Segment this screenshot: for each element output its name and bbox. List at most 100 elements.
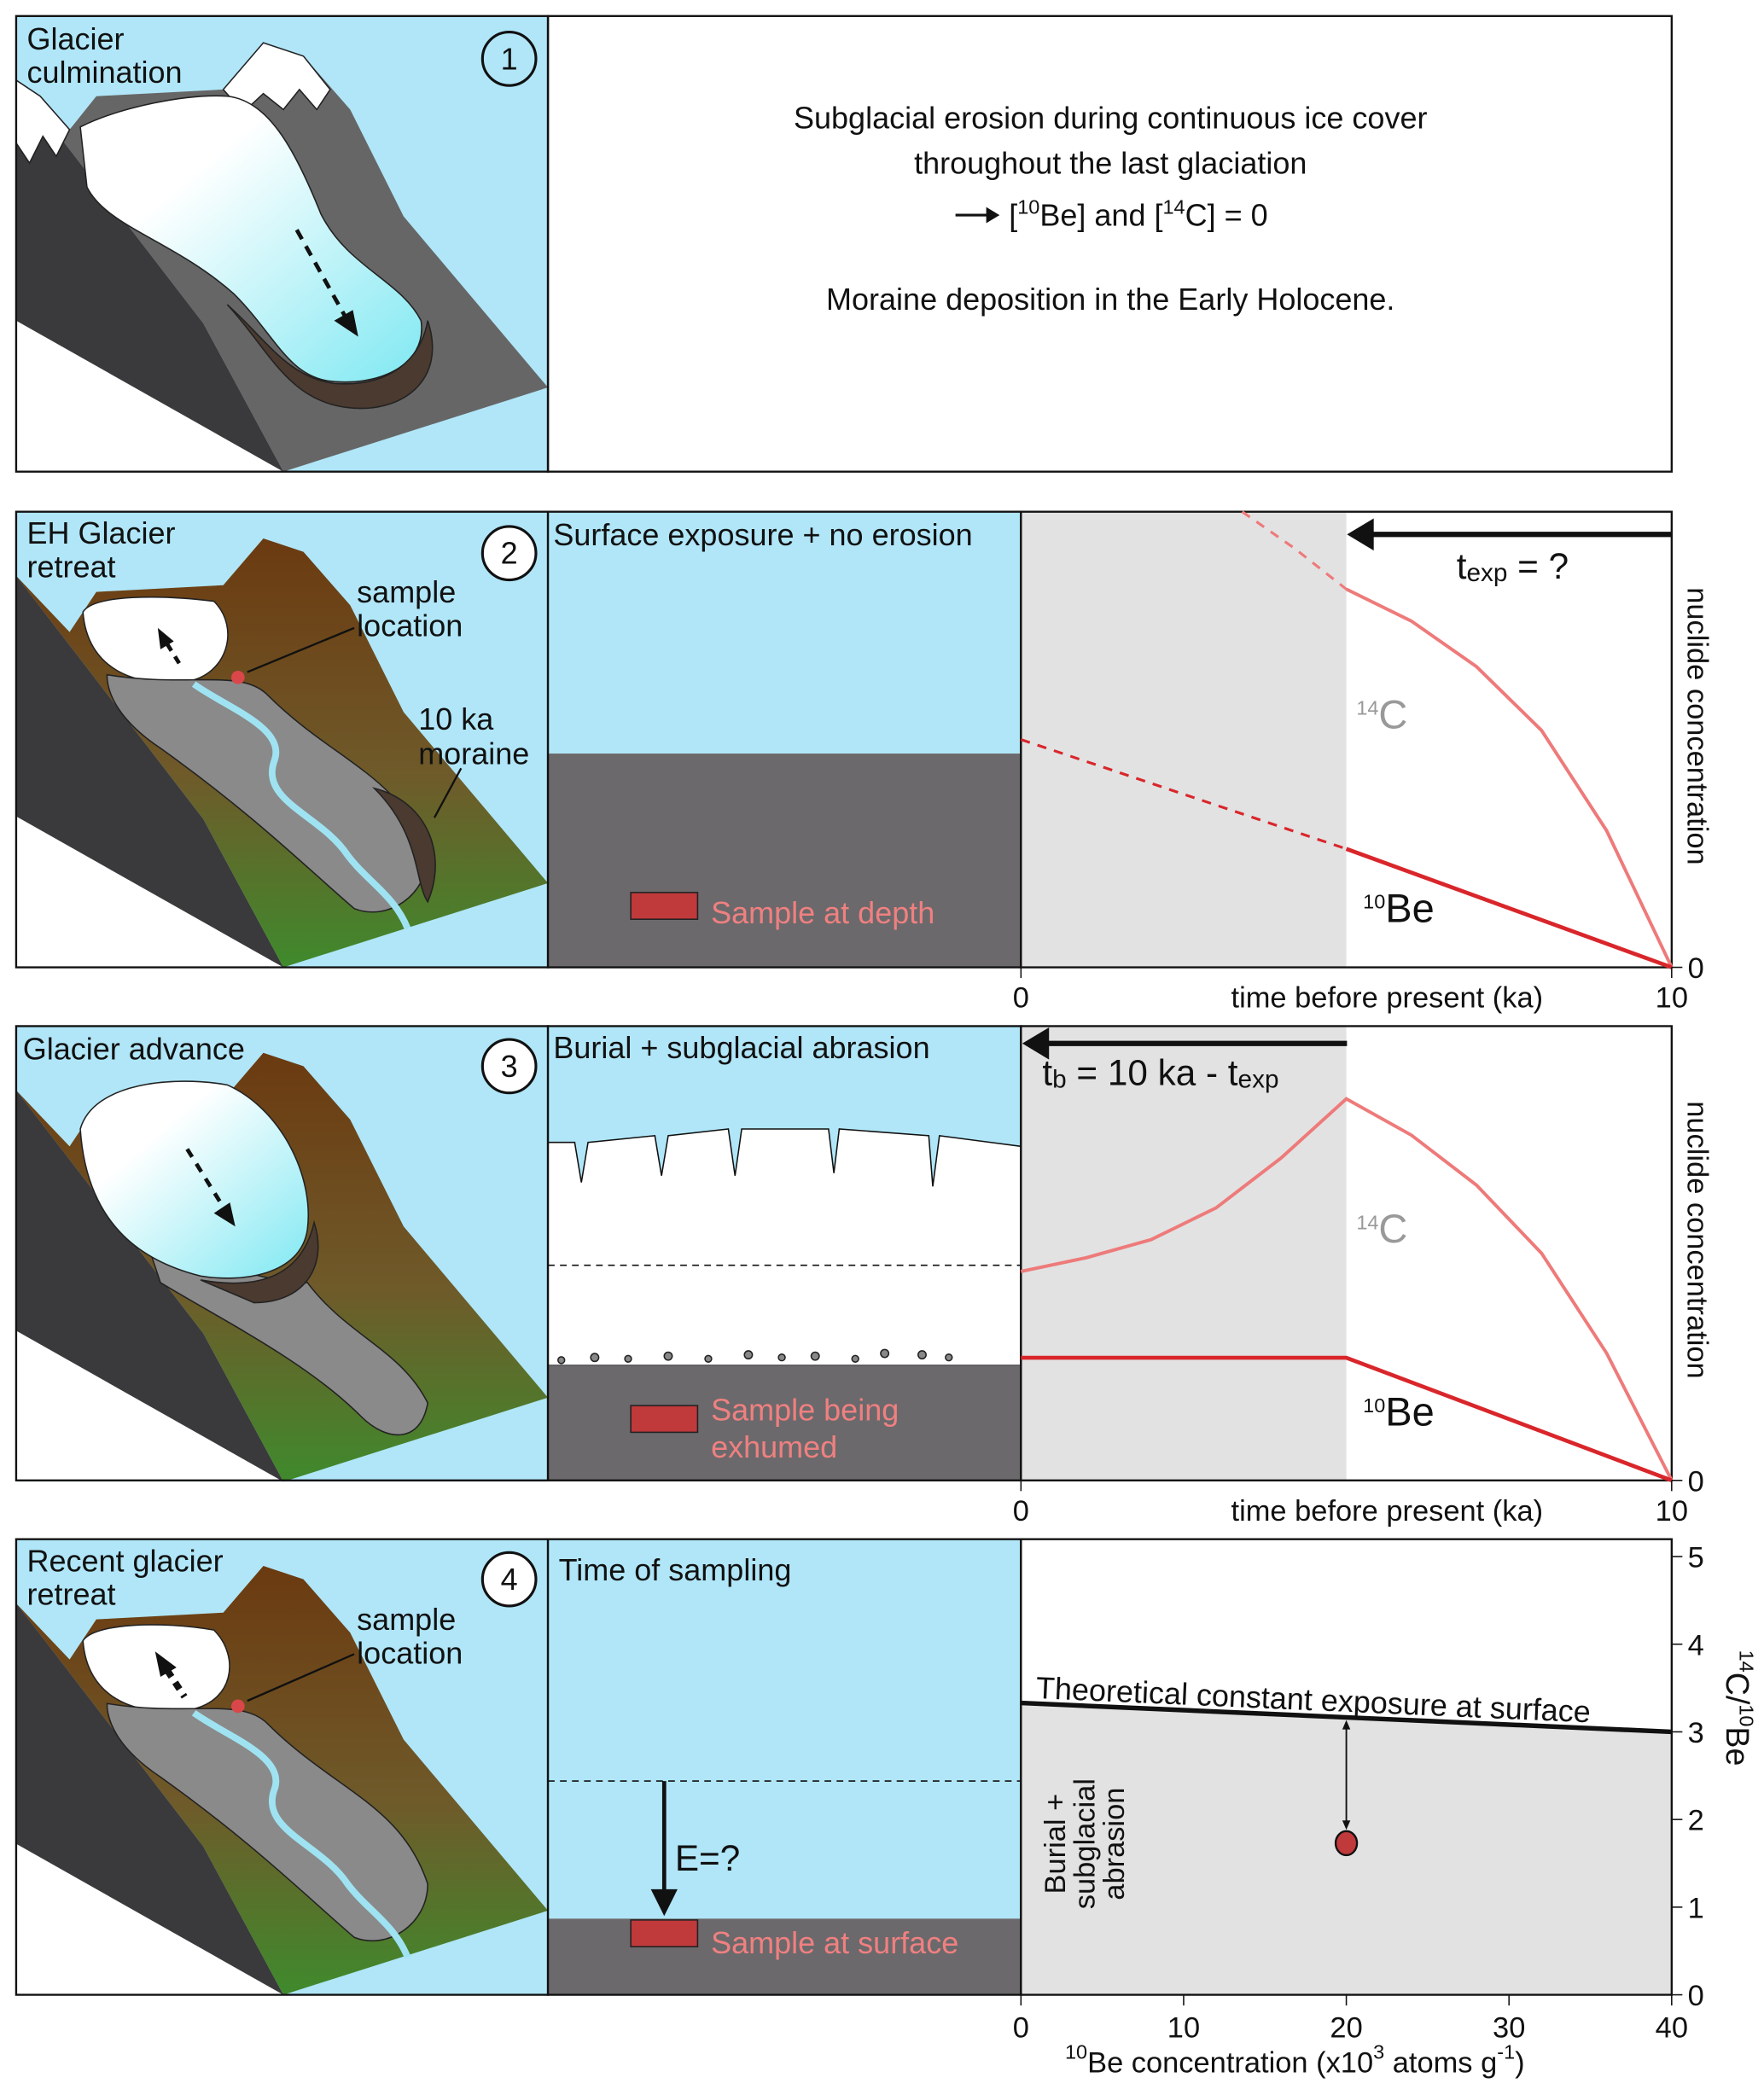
glacier [82, 596, 229, 684]
description-line: throughout the last glaciation [914, 146, 1307, 181]
x-tick-label: 30 [1493, 2012, 1525, 2045]
panel-number-badge [480, 1038, 538, 1095]
sample-location-dot [231, 1699, 245, 1714]
sample-block [630, 1919, 699, 1947]
panel-title: retreat [26, 549, 115, 584]
arrow-head-icon [213, 1202, 236, 1227]
y-axis-title: nuclide concentration [1681, 587, 1714, 864]
sample-label: Sample at depth [711, 895, 934, 930]
sample-block [630, 892, 699, 920]
shaded-region [1021, 511, 1347, 968]
moraine [371, 787, 436, 904]
panel-number: 1 [501, 41, 518, 76]
meltwater-stream [191, 681, 411, 930]
x-axis-title: 10Be concentration (x103 atoms g-1) [1065, 2041, 1525, 2080]
panel-3: Glacier advance 3 Burial + subglacial ab… [15, 1025, 1714, 1528]
panel-title: Glacier [26, 21, 124, 56]
panel-title: Recent glacier [26, 1543, 223, 1578]
series-14C-line [1345, 587, 1674, 969]
arrow-down-icon [650, 1888, 678, 1917]
section-sky [548, 511, 1022, 754]
y-tick-label: 3 [1688, 1717, 1704, 1749]
arrow-head-icon [1342, 1720, 1351, 1730]
section-title: Surface exposure + no erosion [553, 517, 972, 552]
arrow-head-icon [157, 627, 174, 649]
x-tick-label: 40 [1656, 2012, 1688, 2045]
arrow-head-icon [334, 310, 358, 337]
moraine [226, 304, 434, 410]
panel-number: 2 [501, 536, 518, 571]
glacier [79, 95, 422, 383]
section-title: Time of sampling [559, 1552, 792, 1587]
series-label-10Be: 10Be [1363, 1389, 1435, 1434]
arrow-head-icon [1342, 1820, 1351, 1830]
x-tick-label: 10 [1167, 2012, 1200, 2045]
sample-data-point [1334, 1830, 1359, 1857]
panel-1: Glacier culmination 1 Subglacial erosion… [15, 15, 1673, 473]
y-axis-title: nuclide concentration [1681, 1101, 1714, 1378]
series-label-14C: 14C [1356, 691, 1407, 736]
erosion-label: E=? [675, 1838, 740, 1878]
panel-number-badge [480, 1551, 538, 1608]
arrow-left-icon [1347, 518, 1374, 551]
description-line: Subglacial erosion during continuous ice… [794, 100, 1427, 135]
meltwater-stream [191, 1710, 411, 1959]
panel-number: 4 [501, 1562, 518, 1597]
sample-block [630, 1405, 699, 1434]
sample-location-label: sample [357, 574, 456, 609]
plot-frame [1020, 1538, 1673, 1996]
y-tick-label: 0 [1688, 1465, 1704, 1498]
sample-location-label: sample [357, 1602, 456, 1637]
arrow-right-icon [955, 207, 1000, 224]
description-line: Moraine deposition in the Early Holocene… [826, 282, 1394, 317]
panel-4: Recent glacier retreat sample location 4… [15, 1538, 1758, 2080]
y-tick-label: 0 [1688, 1980, 1704, 2012]
panel-number-badge [480, 31, 538, 87]
section-title: Burial + subglacial abrasion [553, 1030, 929, 1065]
panel-number-badge [480, 525, 538, 582]
x-tick-label: 0 [1013, 982, 1029, 1015]
panel-number: 3 [501, 1049, 518, 1084]
sample-label: Sample at surface [711, 1925, 958, 1960]
sample-location-label: location [357, 608, 463, 643]
section-bedrock [548, 1918, 1022, 1995]
series-label-10Be: 10Be [1363, 885, 1435, 930]
moraine-label: moraine [418, 736, 529, 771]
panel-title: retreat [26, 1576, 115, 1611]
arrow-head-icon [154, 1651, 177, 1677]
burial-time-label: tb = 10 ka - texp [1042, 1052, 1278, 1093]
y-tick-label: 0 [1688, 952, 1704, 985]
glacier [82, 1624, 230, 1713]
panel-2: EH Glacier retreat sample location 10 ka… [15, 510, 1714, 1015]
y-tick-label: 4 [1688, 1629, 1704, 1661]
y-tick-label: 2 [1688, 1805, 1704, 1837]
series-10Be-line [1021, 1355, 1673, 1482]
section-sky [548, 1539, 1022, 1919]
region-label: subglacial [1068, 1778, 1101, 1909]
arrow-left-icon [1022, 1027, 1050, 1060]
x-axis-title: time before present (ka) [1231, 982, 1544, 1015]
glacier [79, 1080, 309, 1279]
description-line: [10Be] and [14C] = 0 [1009, 196, 1267, 233]
series-14C-dashed [1241, 510, 1348, 591]
section-bedrock [548, 1365, 1022, 1481]
x-tick-label: 20 [1330, 2012, 1362, 2045]
moraine-label: 10 ka [418, 701, 494, 736]
shaded-region [1021, 1026, 1347, 1481]
sample-label: Sample being [711, 1392, 899, 1427]
subglacial-debris [557, 1348, 953, 1365]
series-10Be-line [1345, 847, 1673, 969]
panel-title: Glacier advance [23, 1032, 245, 1067]
region-label: Burial + [1039, 1794, 1072, 1894]
panel-title: EH Glacier [26, 515, 175, 550]
sample-location-dot [231, 670, 245, 684]
sample-label: exhumed [711, 1429, 837, 1464]
moraine [200, 1219, 319, 1304]
constant-exposure-line [1021, 1700, 1672, 1735]
x-tick-label: 0 [1013, 2012, 1029, 2045]
y-axis-title: 14C/10Be [1720, 1650, 1758, 1766]
x-tick-label: 0 [1013, 1495, 1029, 1528]
